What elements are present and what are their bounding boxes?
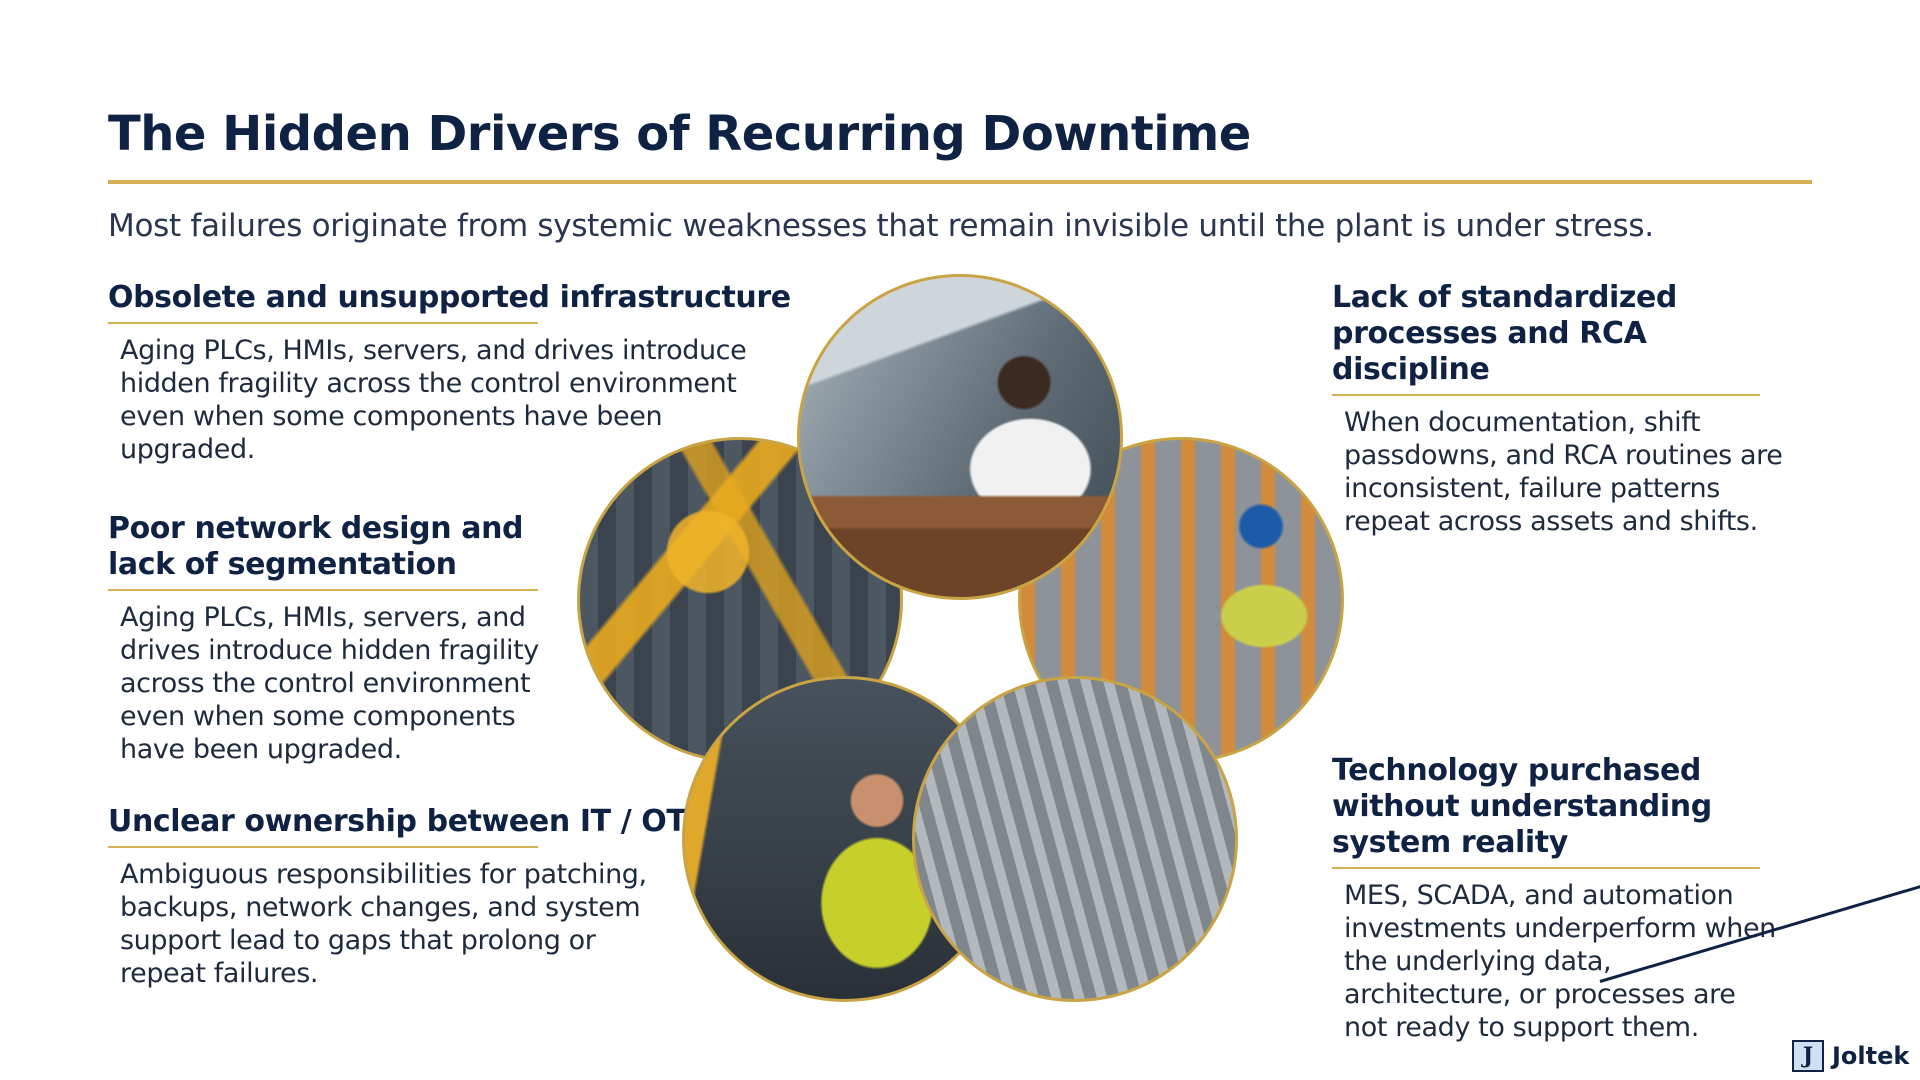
slide-subtitle: Most failures originate from systemic we… xyxy=(108,208,1654,244)
driver-body: When documentation, shift passdowns, and… xyxy=(1344,407,1783,537)
heading-underline xyxy=(108,846,538,848)
driver-heading: Lack of standardized processes and RCA d… xyxy=(1332,280,1677,387)
company-logo: J Joltek xyxy=(1792,1040,1909,1072)
driver-body: MES, SCADA, and automation investments u… xyxy=(1344,880,1776,1043)
driver-body: Aging PLCs, HMIs, servers, and drives in… xyxy=(120,335,747,465)
logo-name: Joltek xyxy=(1832,1042,1910,1070)
logo-mark-icon: J xyxy=(1792,1040,1824,1072)
driver-body: Aging PLCs, HMIs, servers, and drives in… xyxy=(120,602,539,765)
conveyor-line-photo-icon xyxy=(912,676,1238,1002)
driver-block-ownership: Unclear ownership between IT / OT Ambigu… xyxy=(108,804,708,990)
driver-heading: Obsolete and unsupported infrastructure xyxy=(108,280,791,315)
driver-block-network: Poor network design and lack of segmenta… xyxy=(108,511,568,766)
driver-block-infrastructure: Obsolete and unsupported infrastructure … xyxy=(108,280,798,466)
heading-underline xyxy=(108,322,538,324)
hmi-operator-photo-icon xyxy=(797,274,1123,600)
driver-body: Ambiguous responsibilities for patching,… xyxy=(120,859,647,989)
driver-block-technology: Technology purchased without understandi… xyxy=(1332,753,1832,1044)
driver-heading: Unclear ownership between IT / OT xyxy=(108,804,687,839)
title-divider xyxy=(108,180,1812,184)
driver-heading: Poor network design and lack of segmenta… xyxy=(108,511,524,582)
driver-block-rca: Lack of standardized processes and RCA d… xyxy=(1332,280,1812,538)
heading-underline xyxy=(108,589,538,591)
heading-underline xyxy=(1332,867,1760,869)
slide-title: The Hidden Drivers of Recurring Downtime xyxy=(108,106,1251,162)
heading-underline xyxy=(1332,394,1760,396)
driver-heading: Technology purchased without understandi… xyxy=(1332,753,1712,860)
